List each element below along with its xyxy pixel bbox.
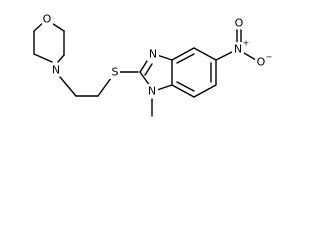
atom-labels: O N S N N N + O O − xyxy=(42,13,272,98)
label-mask xyxy=(255,56,267,69)
bond-nitro-n-o-right xyxy=(243,52,257,61)
bond-c3a-c4 xyxy=(171,47,195,61)
bond-ch2-s xyxy=(97,77,112,97)
bonds xyxy=(33,21,257,117)
imidazole-n3-label: N xyxy=(149,48,157,61)
nitro-nitrogen-label: N xyxy=(234,43,242,56)
bond-c7-c7a xyxy=(171,84,195,98)
bond-n3-c3a xyxy=(156,54,173,61)
bond-c5-nitro-n xyxy=(215,51,233,61)
nitro-oxygen-charge: − xyxy=(266,53,273,62)
nitro-oxygen-right-label: O xyxy=(257,56,266,69)
bond-c2-n1 xyxy=(139,71,151,87)
bond-morpholine-n-c3 xyxy=(33,53,53,63)
label-mask xyxy=(109,66,120,79)
imidazole-n1-label: N xyxy=(148,85,156,98)
label-mask xyxy=(147,48,159,61)
bond-morpholine-c2-n xyxy=(57,54,65,63)
label-mask xyxy=(146,84,158,97)
label-mask xyxy=(232,42,244,55)
bond-n1-c7a xyxy=(156,84,173,91)
bond-c4-c5 xyxy=(193,47,217,61)
label-mask xyxy=(233,16,245,29)
bond-c3a-c4-double xyxy=(176,53,195,64)
bond-c2-n3-double xyxy=(144,63,153,76)
bond-n-ch2 xyxy=(59,76,77,97)
label-mask xyxy=(50,63,62,76)
bond-c7-c7a-double xyxy=(176,81,195,92)
bond-c6-c7 xyxy=(193,84,217,98)
nitro-nitrogen-charge: + xyxy=(243,39,250,48)
nitro-oxygen-top-label: O xyxy=(235,17,244,30)
morpholine-oxygen-label: O xyxy=(43,13,52,26)
morpholine-nitrogen-label: N xyxy=(52,64,60,77)
label-mask xyxy=(42,13,53,26)
thioether-sulfur-label: S xyxy=(112,66,119,79)
chemical-structure-diagram: O N S N N N + O O − xyxy=(33,13,272,117)
